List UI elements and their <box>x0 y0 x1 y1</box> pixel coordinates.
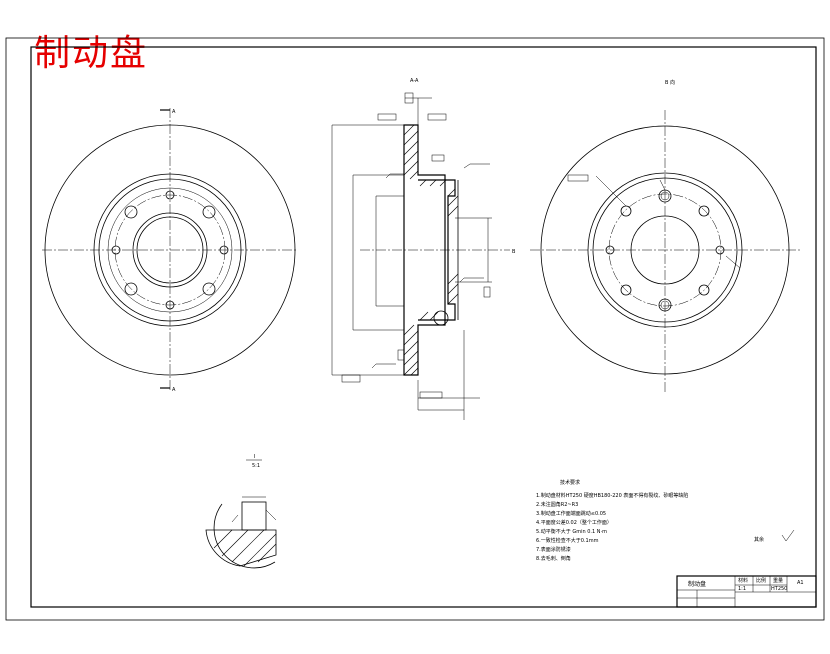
marker-a-bottom: A <box>172 387 176 393</box>
title-block-header-3: 重量 <box>773 577 783 584</box>
tech-line-4: 4.平面度公差0.02（整个工作面） <box>536 519 612 526</box>
title-block-scale: 1:1 <box>738 586 746 592</box>
front-view: A A <box>42 108 298 393</box>
marker-b-right: B <box>512 249 516 255</box>
tech-heading: 技术要求 <box>560 479 580 486</box>
marker-a-top: A <box>172 109 176 115</box>
tech-line-5: 5.动平衡不大于 Gmin 0.1 N·m <box>536 528 607 535</box>
section-view: A-A <box>331 78 516 420</box>
outer-frame <box>5 37 825 621</box>
title-block-material: HT250 <box>771 586 787 592</box>
tech-line-6: 6.一致性检查不大于0.1mm <box>536 537 599 544</box>
title-block-header-2: 比例 <box>756 577 766 584</box>
b-view: B 向 <box>530 79 800 392</box>
title-block-header-4: A1 <box>797 580 804 586</box>
title-block-part-name: 制动盘 <box>688 580 706 588</box>
tech-line-2: 2.未注圆角R2~R3 <box>536 501 578 508</box>
tech-line-3: 3.制动盘工作面端面跳动≤0.05 <box>536 510 606 517</box>
detail-scale: 5:1 <box>252 463 260 469</box>
tech-line-7: 7.表面涂防锈漆 <box>536 546 571 553</box>
tech-line-1: 1.制动盘材料HT250 硬度HB180-220 表面不得有裂纹、砂眼等缺陷 <box>536 492 688 499</box>
detail-view: I 5:1 <box>205 454 277 569</box>
roughness-symbol <box>781 529 795 542</box>
technical-requirements: 技术要求 1.制动盘材料HT250 硬度HB180-220 表面不得有裂纹、砂眼… <box>536 479 795 562</box>
title-block: 制动盘 材料 比例 重量 A1 1:1 HT250 <box>676 575 817 608</box>
inner-frame <box>30 46 817 608</box>
tech-line-8: 8.去毛刺、倒角 <box>536 555 571 562</box>
view-label: B 向 <box>665 79 675 86</box>
roughness-note: 其余 <box>754 536 764 543</box>
drawing-title: 制动盘 <box>34 33 149 74</box>
title-block-header-1: 材料 <box>738 577 748 584</box>
section-label: A-A <box>410 78 419 84</box>
detail-label: I <box>254 454 255 460</box>
